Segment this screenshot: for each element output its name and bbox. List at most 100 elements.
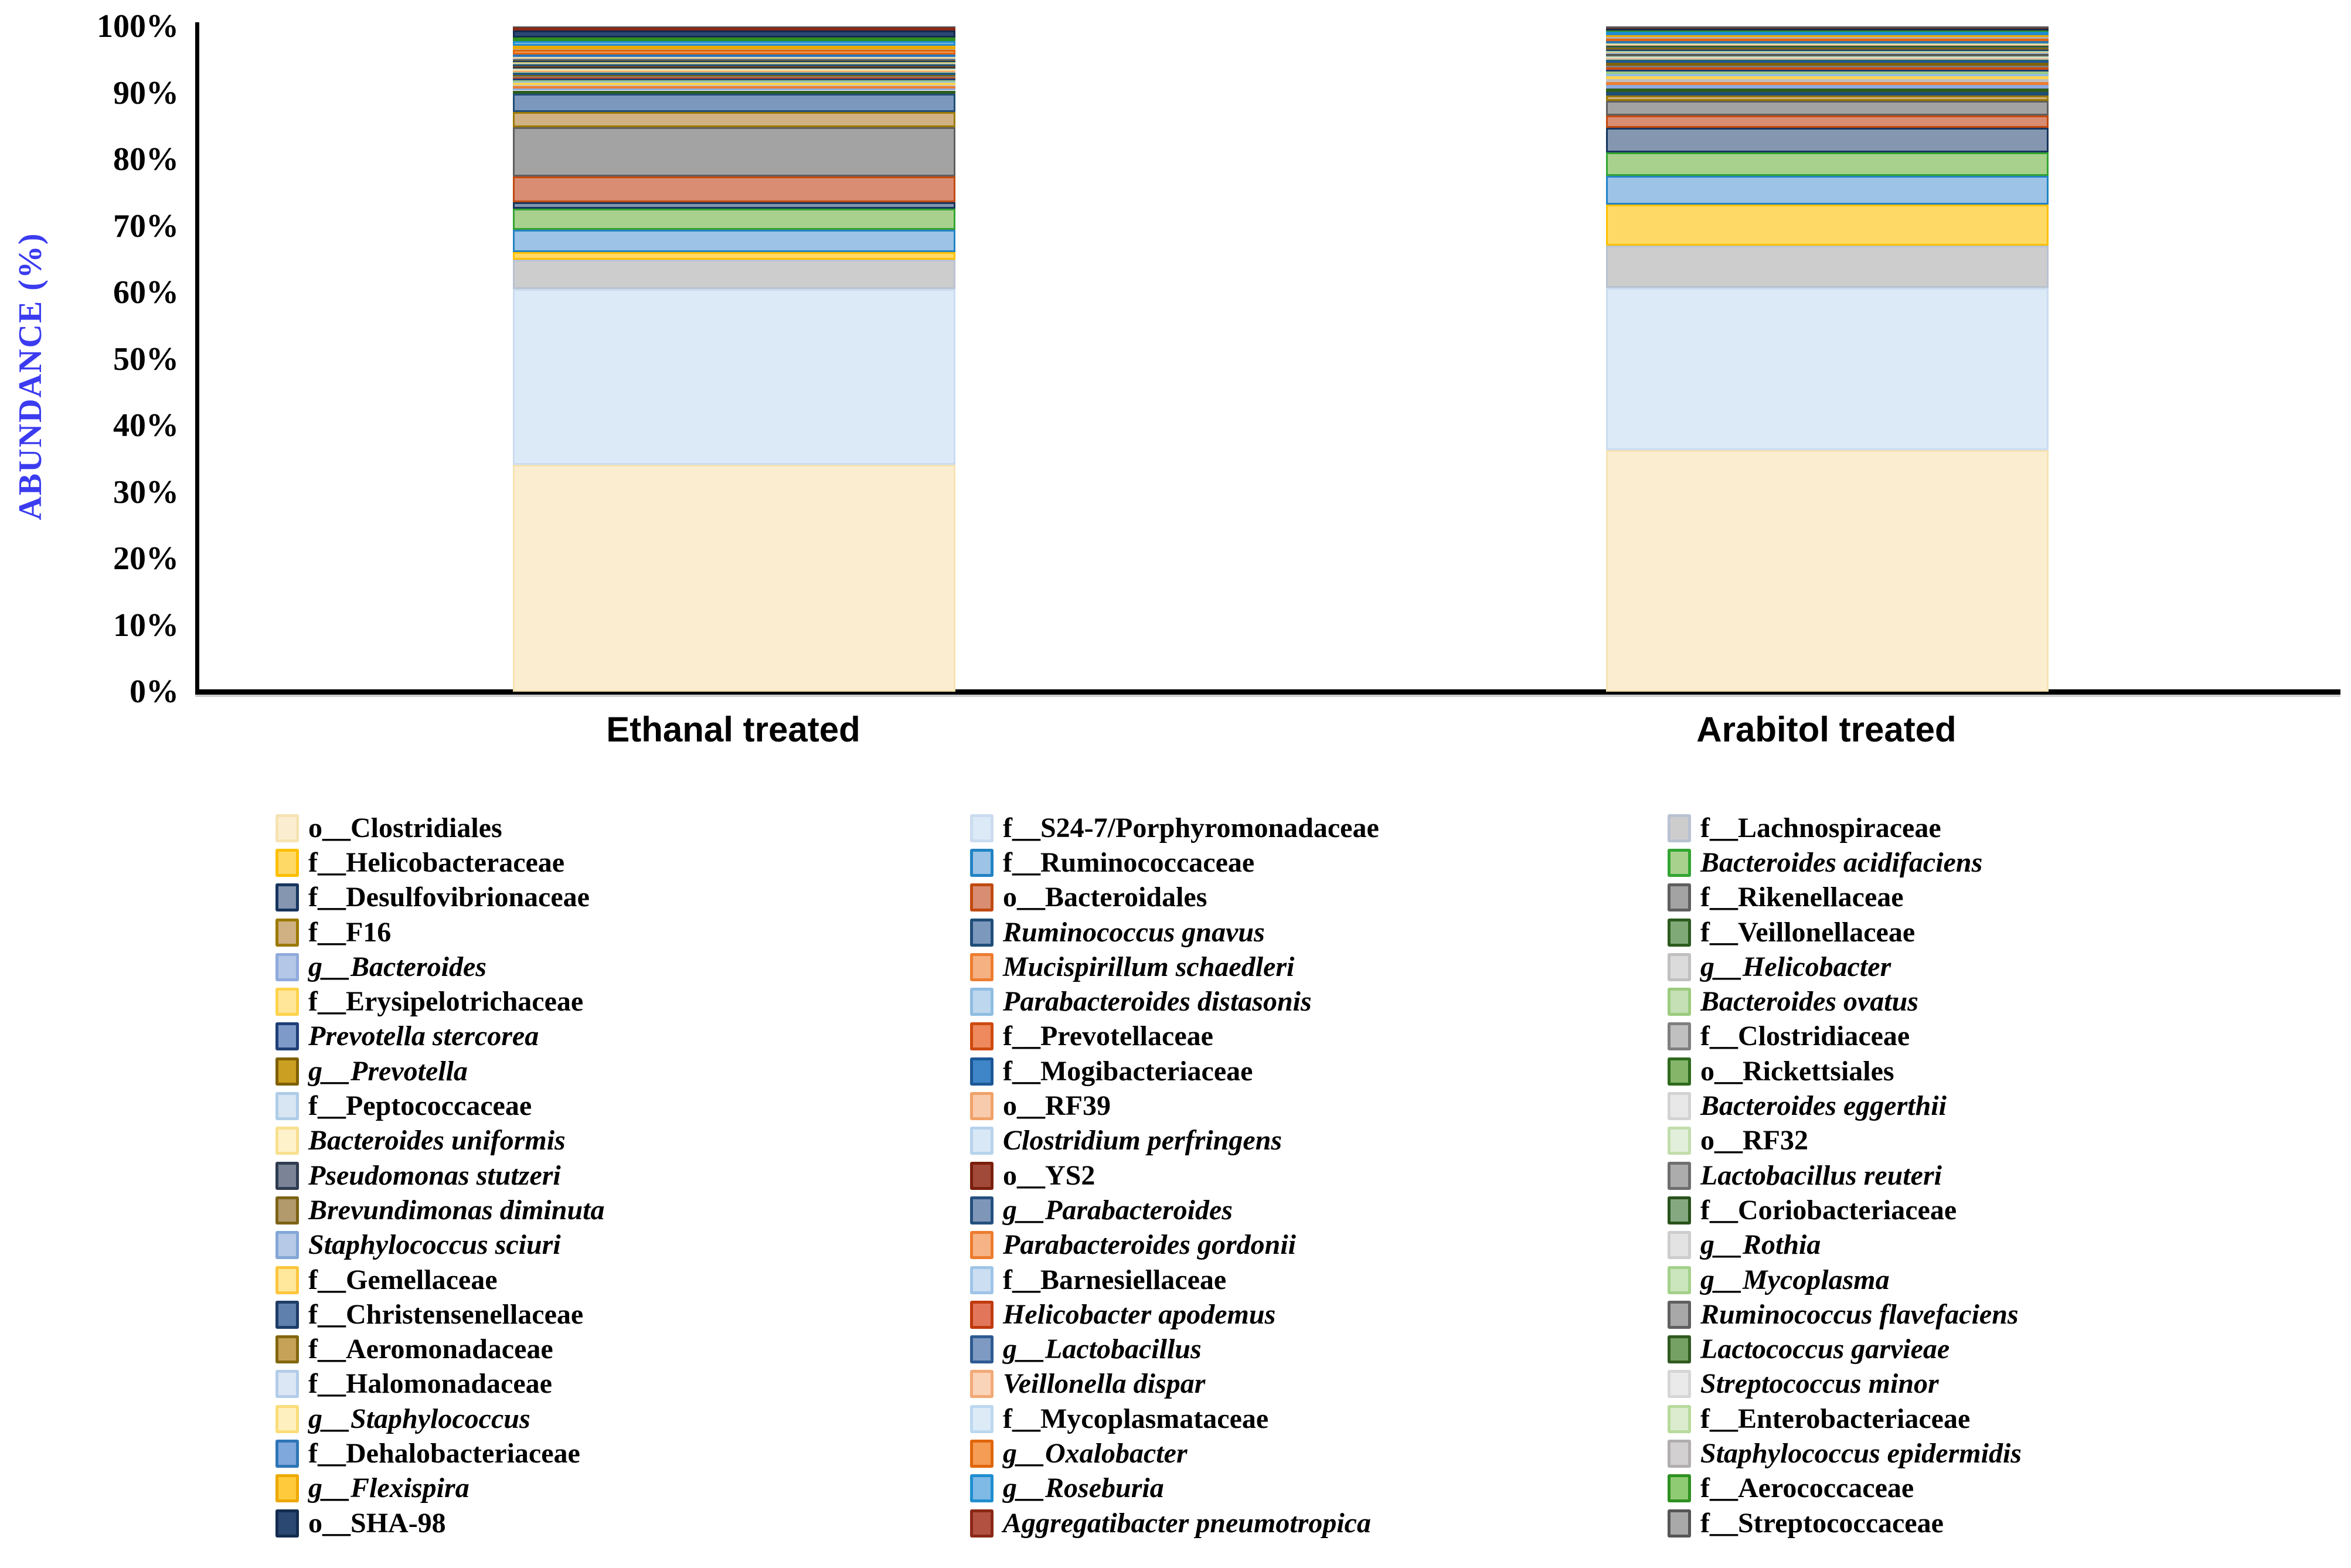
legend-label: g__Prevotella xyxy=(308,1055,468,1087)
legend-label: g__Oxalobacter xyxy=(1003,1437,1188,1469)
bar-segment xyxy=(513,73,955,75)
legend-swatch-icon xyxy=(970,953,994,981)
legend-swatch-icon xyxy=(970,1300,994,1329)
legend-label: Ruminococcus flavefaciens xyxy=(1700,1298,2019,1330)
legend-item: f__F16 xyxy=(275,915,970,950)
legend-item: o__RF32 xyxy=(1668,1124,2347,1158)
bar-segment xyxy=(1606,49,2049,50)
legend-label: f__Mycoplasmataceae xyxy=(1003,1403,1269,1434)
legend-item: g__Lactobacillus xyxy=(970,1332,1668,1366)
legend-swatch-icon xyxy=(275,1509,299,1538)
legend-item: f__Peptococcaceae xyxy=(275,1089,970,1123)
bar-segment xyxy=(1606,152,2049,176)
bar-segment xyxy=(513,59,955,61)
legend-label: Streptococcus minor xyxy=(1700,1368,1939,1400)
bar-segment xyxy=(513,63,955,65)
bar-segment xyxy=(513,66,955,67)
legend-swatch-icon xyxy=(275,1057,299,1086)
bar-segment xyxy=(1606,74,2049,76)
bar-segment xyxy=(1606,52,2049,53)
legend-item: f__Dehalobacteriaceae xyxy=(275,1436,970,1471)
legend-label: Parabacteroides gordonii xyxy=(1003,1229,1296,1261)
legend-label: f__Erysipelotrichaceae xyxy=(308,986,584,1018)
legend-item: f__Ruminococcaceae xyxy=(970,845,1668,880)
bar-segment xyxy=(513,50,955,55)
bar-segment xyxy=(1606,450,2049,692)
legend-item: f__Veillonellaceae xyxy=(1668,915,2347,950)
legend-item: g__Flexispira xyxy=(275,1471,970,1506)
legend-item: f__Christensenellaceae xyxy=(275,1297,970,1332)
legend-label: Pseudomonas stutzeri xyxy=(308,1159,561,1191)
legend-label: f__Aeromonadaceae xyxy=(308,1334,553,1365)
legend-label: f__Streptococcaceae xyxy=(1700,1507,1944,1539)
bar-segment xyxy=(513,72,955,73)
legend-item: Aggregatibacter pneumotropica xyxy=(970,1506,1668,1540)
legend-item: Parabacteroides distasonis xyxy=(970,984,1668,1019)
legend-item: f__Streptococcaceae xyxy=(1668,1506,2347,1540)
bar-segment xyxy=(513,464,955,692)
legend-item: Ruminococcus flavefaciens xyxy=(1668,1297,2347,1332)
legend-swatch-icon xyxy=(1668,1474,1691,1503)
bar-segment xyxy=(1606,41,2049,43)
bar-segment xyxy=(1606,204,2049,246)
legend-item: g__Staphylococcus xyxy=(275,1402,970,1436)
legend-label: f__Ruminococcaceae xyxy=(1003,846,1255,878)
y-tick-label: 20% xyxy=(113,540,179,577)
legend-swatch-icon xyxy=(275,1474,299,1503)
legend-label: f__Rikenellaceae xyxy=(1700,882,1904,913)
bar-segment xyxy=(1606,50,2049,52)
bar-segment xyxy=(1606,56,2049,57)
legend-swatch-icon xyxy=(1668,848,1691,877)
legend-label: g__Parabacteroides xyxy=(1003,1194,1233,1226)
legend-swatch-icon xyxy=(1668,1231,1691,1260)
legend-item: g__Prevotella xyxy=(275,1054,970,1089)
legend-label: f__Dehalobacteriaceae xyxy=(308,1437,580,1469)
bar-segment xyxy=(513,71,955,72)
legend-label: Bacteroides acidifaciens xyxy=(1700,846,1983,878)
legend-swatch-icon xyxy=(970,1231,994,1260)
legend-swatch-icon xyxy=(275,1022,299,1051)
legend-swatch-icon xyxy=(1668,1300,1691,1329)
legend-label: g__Staphylococcus xyxy=(308,1403,530,1434)
y-tick-label: 10% xyxy=(113,607,179,644)
legend-item: Clostridium perfringens xyxy=(970,1124,1668,1158)
legend-item: Prevotella stercorea xyxy=(275,1019,970,1054)
legend-swatch-icon xyxy=(1668,953,1691,981)
bar-segment xyxy=(513,80,955,81)
bar-segment xyxy=(513,26,955,28)
bar-segment xyxy=(513,82,955,86)
bar-segment xyxy=(1606,59,2049,61)
legend-label: f__Mogibacteriaceae xyxy=(1003,1055,1253,1087)
legend-label: g__Rothia xyxy=(1700,1229,1821,1261)
legend-label: Prevotella stercorea xyxy=(308,1021,539,1052)
bar-segment xyxy=(1606,46,2049,47)
legend-item: Bacteroides uniformis xyxy=(275,1124,970,1158)
legend-item: Lactococcus garvieae xyxy=(1668,1332,2347,1366)
legend-item: g__Bacteroides xyxy=(275,950,970,984)
legend-item: Ruminococcus gnavus xyxy=(970,915,1668,950)
legend-swatch-icon xyxy=(1668,814,1691,842)
legend-item: f__Lachnospiraceae xyxy=(1668,811,2347,845)
legend-label: o__Bacteroidales xyxy=(1003,882,1207,913)
legend-label: Ruminococcus gnavus xyxy=(1003,916,1265,948)
legend-item: Bacteroides eggerthii xyxy=(1668,1089,2347,1123)
bar-segment xyxy=(1606,43,2049,44)
legend-swatch-icon xyxy=(275,1231,299,1260)
legend-swatch-icon xyxy=(970,883,994,912)
legend-item: Mucispirillum schaedleri xyxy=(970,950,1668,984)
legend-item: o__Clostridiales xyxy=(275,811,970,845)
y-tick-label: 50% xyxy=(113,341,179,377)
legend-swatch-icon xyxy=(1668,1335,1691,1364)
bar-segment xyxy=(1606,56,2049,57)
bar-segment xyxy=(1606,44,2049,45)
legend-swatch-icon xyxy=(970,814,994,842)
y-tick-label: 70% xyxy=(113,208,179,244)
legend-label: Veillonella dispar xyxy=(1003,1368,1206,1400)
bar-segment xyxy=(1606,88,2049,93)
bar-segment xyxy=(513,94,955,112)
legend-label: g__Helicobacter xyxy=(1700,951,1891,982)
legend-swatch-icon xyxy=(970,1161,994,1190)
bar-segment xyxy=(513,67,955,69)
y-tick-label: 0% xyxy=(130,674,179,710)
